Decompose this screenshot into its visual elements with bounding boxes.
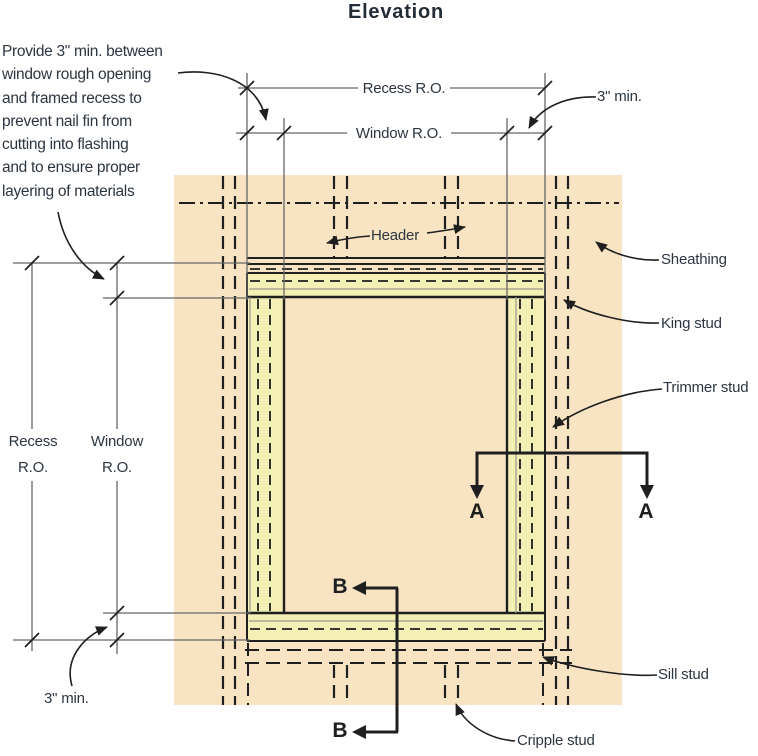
leader-cripple-stud [455,703,516,742]
annotation-note: Provide 3" min. between window rough ope… [2,40,194,203]
label-king-stud: King stud [661,315,722,332]
leader-header-left [326,235,371,246]
dim-label-window-ro-vertical: Window R.O. [86,429,148,481]
hidden-stud-lines [221,176,570,705]
dim-label-recess-ro-vertical: Recess R.O. [2,429,64,481]
section-letter-b-bottom: B [332,719,348,742]
dim-label-window-ro-horizontal: Window R.O. [347,125,451,143]
leader-sheathing [595,241,660,261]
dim-label-recess-ro-horizontal: Recess R.O. [358,80,450,98]
label-sill-stud: Sill stud [658,666,709,683]
note-line: cutting into flashing [2,136,129,154]
leader-trimmer-stud [552,388,663,428]
label-trimmer-stud: Trimmer stud [663,379,749,396]
leader-header-right [426,224,466,235]
label-header: Header [371,227,419,244]
leader-lines [57,71,663,742]
note-line: window rough opening [2,66,152,84]
leader-3min-top [528,96,597,129]
dim-label-line: Window [90,433,144,450]
plate-lines [179,202,619,664]
note-line: Provide 3" min. between [2,43,163,60]
dim-label-line: R.O. [101,459,133,476]
label-sheathing: Sheathing [661,251,727,268]
label-3min-bottom-left: 3" min. [44,690,89,707]
leader-note-to-gap [177,71,269,121]
section-cut-a [470,451,654,499]
note-line: layering of materials [2,182,135,200]
diagram-title: Elevation [347,1,445,23]
leader-king-stud [563,299,660,324]
section-letter-b-top: B [332,575,348,598]
dimension-ticks [24,80,553,648]
dim-label-line: Recess [8,433,58,450]
leader-note-to-left-gap [57,211,105,280]
leader-sill-stud [542,656,658,677]
leader-3min-bottom [69,626,108,687]
section-letter-a-right: A [638,500,654,523]
section-cut-b [352,581,399,739]
label-3min-top-right: 3" min. [597,88,642,105]
framed-recess-ring [247,273,545,641]
section-letter-a-left: A [469,500,485,523]
note-line: and framed recess to [2,89,142,107]
note-line: prevent nail fin from [2,112,132,130]
dim-label-line: R.O. [17,459,49,476]
label-cripple-stud: Cripple stud [517,732,595,749]
note-line: and to ensure proper [2,159,140,177]
